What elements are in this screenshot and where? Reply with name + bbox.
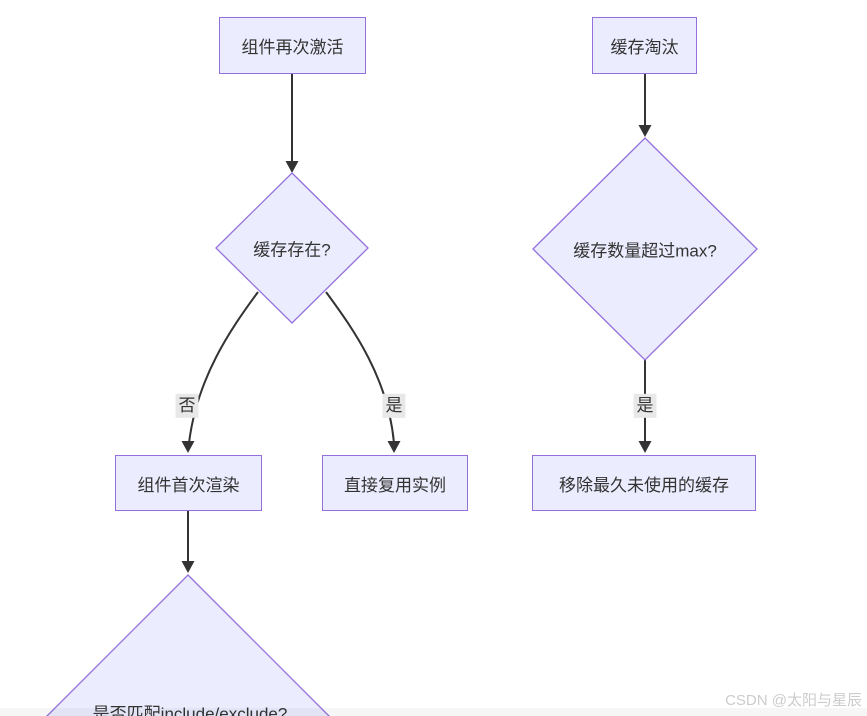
diamond-cache-over-max: [532, 137, 758, 361]
label-cache-over-max: 缓存数量超过max?: [573, 241, 717, 261]
edge-no-branch: [188, 291, 259, 444]
edge-yes-branch-left: [325, 291, 395, 444]
arrowhead-reuse-instance: [387, 441, 401, 453]
arrowhead-over-max: [638, 125, 652, 137]
edge-label-yes-right: 是: [633, 393, 657, 419]
node-first-render: 组件首次渲染: [115, 455, 262, 511]
edge-label-no: 否: [175, 393, 199, 419]
edge-label-yes-left: 是: [382, 393, 406, 419]
diamond-match-include-exclude: [46, 574, 330, 716]
diamond-cache-exists: [215, 172, 369, 324]
node-reuse-instance: 直接复用实例: [322, 455, 468, 511]
csdn-watermark: CSDN @太阳与星辰: [725, 692, 862, 709]
label-match-include-exclude: 是否匹配include/exclude?: [92, 704, 288, 716]
node-component-reactivated: 组件再次激活: [219, 17, 366, 74]
node-remove-lru-cache: 移除最久未使用的缓存: [532, 455, 756, 511]
label-cache-exists: 缓存存在?: [253, 240, 331, 260]
arrowhead-cache-exists: [285, 161, 299, 173]
page-bottom-edge: [0, 708, 867, 716]
node-cache-eviction: 缓存淘汰: [592, 17, 697, 74]
arrowhead-match-include: [181, 561, 195, 573]
arrowhead-first-render: [181, 441, 195, 453]
arrowhead-remove-lru: [638, 441, 652, 453]
